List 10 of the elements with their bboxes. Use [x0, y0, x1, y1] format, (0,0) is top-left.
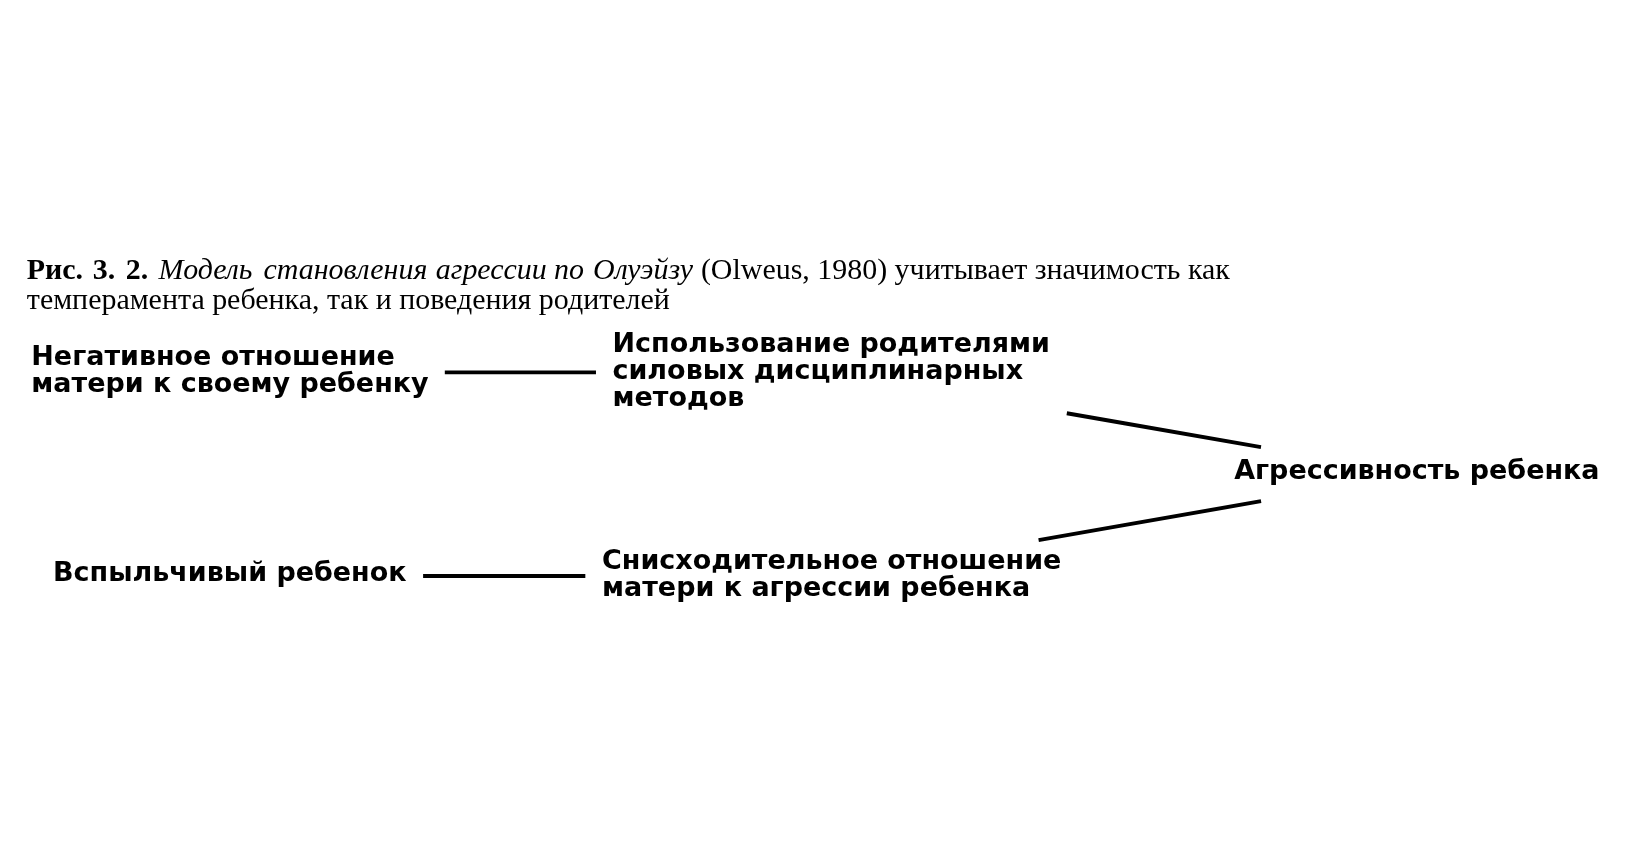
connector	[1066, 410, 1262, 449]
node-text: Использование родителями силовых дисциплинарных методов	[612, 326, 1050, 412]
connector	[444, 369, 596, 374]
caption: Рис. 3. 2. Модель становления агрессии по Олуэйзу (Olweus, 1980) учитывает значимость как темперамента ребенка, так и поведения родителей	[26, 251, 1230, 315]
node-text: Агрессивность ребенка	[1234, 453, 1600, 485]
connector	[423, 573, 586, 578]
node-text: Снисходительное отношение матери к агрессии ребенка	[602, 543, 1062, 602]
node-text: Вспыльчивый ребенок	[53, 555, 407, 587]
connector	[1038, 498, 1262, 542]
node-text: Негативное отношение матери к своему ребенку	[31, 339, 429, 398]
